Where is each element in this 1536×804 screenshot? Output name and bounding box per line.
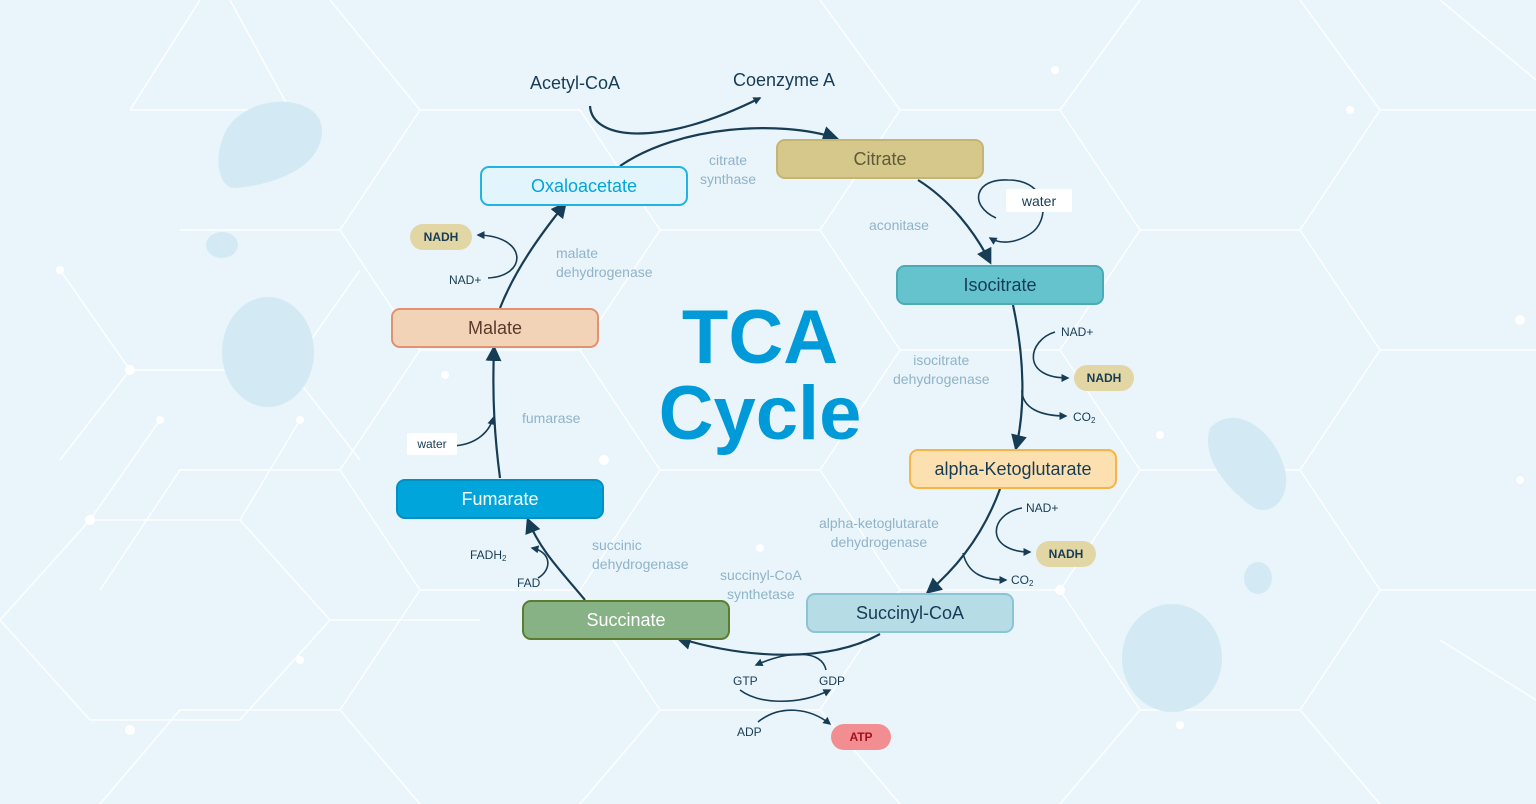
water-label-aconitase: water — [1006, 189, 1072, 212]
citrate-synthase-label: citrate synthase — [700, 152, 757, 187]
nadh-pill-malate: NADH — [410, 224, 472, 250]
arrow-nad-akg — [995, 507, 1032, 556]
succinyl-coa-node: Succinyl-CoA — [806, 593, 1014, 633]
atp-pill: ATP — [831, 724, 891, 750]
malate-dehydrogenase-label: malate dehydrogenase — [556, 245, 653, 280]
isocitrate-node: Isocitrate — [896, 265, 1104, 305]
arrow-co2-akg — [962, 552, 1008, 584]
arrow-oxaloacetate-citrate — [619, 126, 839, 167]
arrow-akg-succinylcoa — [925, 488, 1002, 594]
arrow-fumarate-malate — [485, 345, 502, 479]
nadh-pill-akg: NADH — [1036, 541, 1096, 567]
alpha-ketoglutarate-node: alpha-Ketoglutarate — [909, 449, 1117, 489]
arrow-acetyl-coa-in — [588, 97, 762, 135]
arrow-water-fumarase — [451, 416, 496, 447]
akg-dehydrogenase-label: alpha-ketoglutarate dehydrogenase — [819, 515, 939, 550]
co2-label-akg: CO2 — [1011, 573, 1034, 588]
fumarate-node: Fumarate — [396, 479, 604, 519]
arrow-succinate-fumarate — [525, 517, 586, 601]
diagram-title: TCA Cycle — [600, 300, 920, 452]
fadh2-label: FADH2 — [470, 548, 507, 563]
arrow-malate-oxaloacetate — [498, 201, 567, 309]
arrow-co2-isocitrate — [1021, 389, 1068, 420]
title-line-1: TCA — [681, 295, 839, 380]
water-label-fumarase: water — [407, 433, 457, 455]
arrow-gtp-gdp — [739, 689, 832, 703]
gtp-label: GTP — [733, 674, 758, 688]
gdp-label: GDP — [819, 674, 846, 688]
acetyl-coa-label: Acetyl-CoA — [530, 73, 621, 93]
arrow-nad-nadh-malate — [476, 231, 518, 279]
adp-label: ADP — [737, 725, 762, 739]
succinic-dehydrogenase-label: succinic dehydrogenase — [592, 537, 689, 572]
nad-label-malate: NAD+ — [449, 273, 482, 287]
arrow-nad-isocitrate — [1032, 331, 1070, 382]
malate-node: Malate — [391, 308, 599, 348]
nadh-pill-isocitrate: NADH — [1074, 365, 1134, 391]
arrow-isocitrate-akg — [1011, 304, 1027, 451]
succinate-node: Succinate — [522, 600, 730, 640]
coenzyme-a-label: Coenzyme A — [733, 70, 836, 90]
aconitase-label: aconitase — [869, 217, 929, 233]
fad-label: FAD — [517, 576, 541, 590]
nad-label-isocitrate: NAD+ — [1061, 325, 1094, 339]
isocitrate-dehydrogenase-label: isocitrate dehydrogenase — [893, 352, 990, 387]
co2-label-isocitrate: CO2 — [1073, 410, 1096, 425]
oxaloacetate-node: Oxaloacetate — [480, 166, 688, 206]
arrow-gdp-gtp — [754, 653, 827, 671]
fumarase-label: fumarase — [522, 410, 581, 426]
nad-label-akg: NAD+ — [1026, 501, 1059, 515]
title-line-2: Cycle — [658, 371, 862, 456]
citrate-node: Citrate — [776, 139, 984, 179]
succinyl-coa-synthetase-label: succinyl-CoA synthetase — [720, 567, 802, 602]
arrow-fad-fadh2 — [530, 545, 549, 579]
arrow-adp-atp — [757, 709, 832, 725]
arrow-citrate-isocitrate — [917, 179, 992, 265]
